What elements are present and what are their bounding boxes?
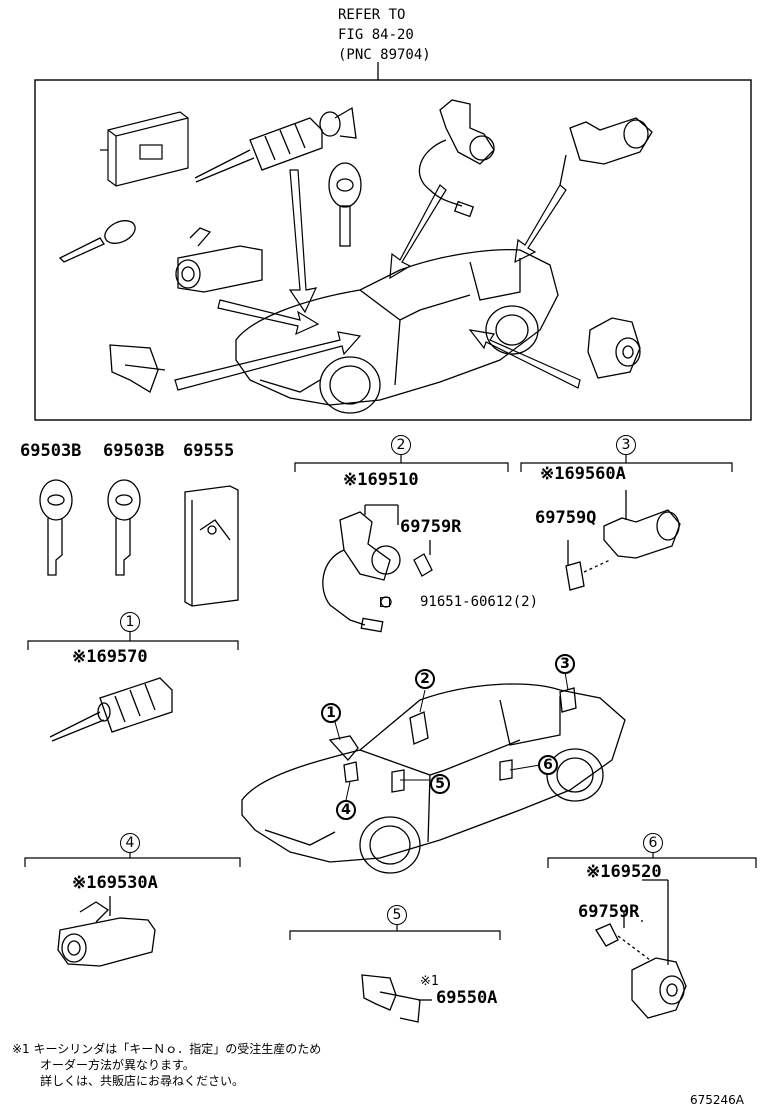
group-2-bracket <box>294 455 509 472</box>
overview-arrows <box>174 169 581 391</box>
overview-glove-lock <box>109 344 166 393</box>
group-label-1: 1 <box>120 612 140 632</box>
group-4-bracket <box>24 851 241 867</box>
overview-door-lock <box>418 99 495 218</box>
overview-trunk-lock-right <box>559 117 653 186</box>
overview-trunk-cylinder <box>175 227 263 293</box>
group-5-bracket <box>289 924 501 940</box>
part-number-g1-main[interactable]: ※169570 <box>72 647 148 667</box>
car-callout-5[interactable]: 5 <box>430 774 450 794</box>
part-number-g3-sub[interactable]: 69759Q <box>535 508 597 528</box>
part-number-g2-main[interactable]: ※169510 <box>343 470 419 490</box>
car-callout-4[interactable]: 4 <box>336 800 356 820</box>
part-number-g5-note: ※1 <box>420 974 439 989</box>
overview-key <box>328 162 362 247</box>
group-1-illustration <box>49 677 173 742</box>
refer-text-line2: FIG 84-20 <box>338 27 414 43</box>
part-number-g6-sub[interactable]: 69759R <box>578 902 640 922</box>
refer-text-line3: (PNC 89704) <box>338 47 431 63</box>
group-label-3: 3 <box>616 435 636 455</box>
note-line-3: 詳しくは、共販店にお尋ねください。 <box>40 1074 245 1088</box>
note-line-2: オーダー方法が異なります。 <box>40 1058 195 1072</box>
group-4-illustration <box>57 896 156 967</box>
group-label-4: 4 <box>120 833 140 853</box>
figure-id: 675246A <box>690 1093 745 1107</box>
group-5-illustration <box>361 974 432 1023</box>
key-illustration-b <box>107 479 141 576</box>
main-car-illustration <box>241 683 626 874</box>
car-callout-3[interactable]: 3 <box>555 654 575 674</box>
overview-small-key <box>58 220 136 263</box>
part-number-key-a[interactable]: 69503B <box>20 441 82 461</box>
refer-text-line1: REFER TO <box>338 7 406 23</box>
part-number-g3-main[interactable]: ※169560A <box>540 464 626 484</box>
part-number-g2-bolt[interactable]: 91651-60612(2) <box>420 594 539 610</box>
car-callout-2[interactable]: 2 <box>415 669 435 689</box>
car-callout-6[interactable]: 6 <box>538 755 558 775</box>
key-wallet-illustration <box>184 485 239 607</box>
bolt-symbol <box>380 597 390 607</box>
part-number-g5-main[interactable]: 69550A <box>436 988 498 1008</box>
part-number-g4-main[interactable]: ※169530A <box>72 873 158 893</box>
group-1-bracket <box>27 632 239 650</box>
overview-door-lock-right <box>587 317 641 379</box>
group-label-5: 5 <box>387 905 407 925</box>
group-label-2: 2 <box>391 435 411 455</box>
group-label-6: 6 <box>643 833 663 853</box>
part-number-g2-sub[interactable]: 69759R <box>400 517 462 537</box>
car-callout-1[interactable]: 1 <box>321 703 341 723</box>
main-car-callout-leaders <box>334 671 569 801</box>
ecu-box <box>100 111 189 187</box>
part-number-g6-main[interactable]: ※169520 <box>586 862 662 882</box>
part-number-wallet[interactable]: 69555 <box>183 441 235 461</box>
overview-frame <box>34 79 752 421</box>
part-number-key-b[interactable]: 69503B <box>103 441 165 461</box>
overview-ignition-cylinder <box>194 106 357 183</box>
key-illustration-a <box>39 479 73 576</box>
group-2-illustration <box>322 504 433 633</box>
note-line-1: ※1 キーシリンダは「キーＮｏ．指定」の受注生産のため <box>12 1042 322 1056</box>
group-3-illustration <box>565 490 681 591</box>
overview-car <box>235 249 559 414</box>
group-6-illustration <box>595 879 687 1019</box>
group-3-bracket <box>520 455 733 472</box>
